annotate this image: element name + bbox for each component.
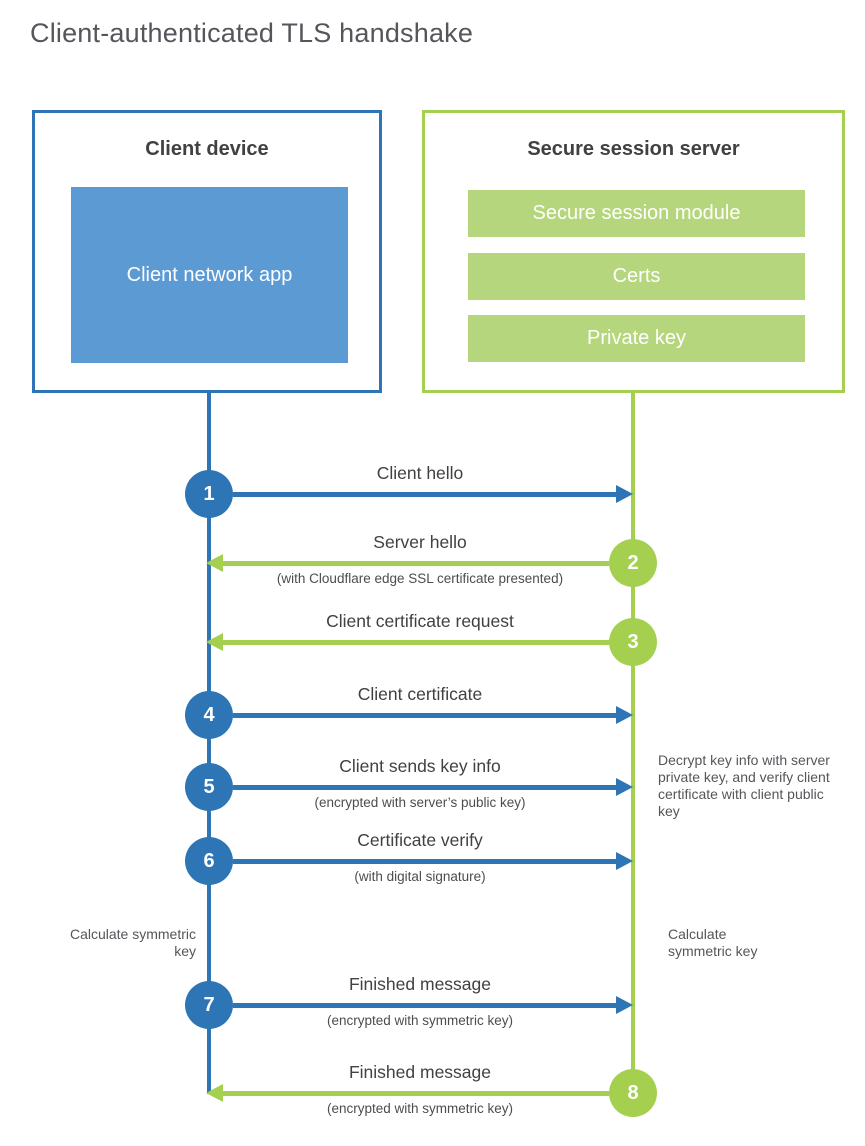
server-decrypt-note: Decrypt key info with server private key… [658,752,830,819]
step-8-circle: 8 [609,1069,657,1117]
step-7-sublabel: (encrypted with symmetric key) [326,1013,514,1028]
secure-session-server-title: Secure session server [527,138,740,160]
step-8-number: 8 [627,1081,639,1104]
step-7-arrowhead-right-icon [616,996,633,1014]
step-2-number: 2 [627,551,639,574]
step-5-sublabel: (encrypted with server’s public key) [314,795,526,810]
step-1-number: 1 [203,482,215,505]
step-6-arrowhead-right-icon [616,852,633,870]
step-8-sublabel: (encrypted with symmetric key) [326,1101,514,1116]
step-8-label: Finished message [348,1062,492,1082]
step-4-arrowhead-right-icon [616,706,633,724]
step-7-arrow-shaft [233,1003,617,1008]
step-7-label: Finished message [348,974,492,994]
client-lifeline [207,393,211,1094]
page-title: Client-authenticated TLS handshake [30,18,474,48]
step-5-arrowhead-right-icon [616,778,633,796]
step-1-label: Client hello [376,463,464,483]
client-calculate-symmetric-key-note: Calculate symmetric key [69,926,196,959]
server-lifeline [631,393,635,1094]
step-2-circle: 2 [609,539,657,587]
private-key-bar: Private key [468,315,805,362]
step-4-number: 4 [203,703,215,726]
step-6-number: 6 [203,849,215,872]
certs-bar: Certs [468,253,805,300]
step-6-sublabel: (with digital signature) [354,869,486,884]
client-network-app-label: Client network app [126,263,293,286]
step-5-circle: 5 [185,763,233,811]
step-8-arrow-shaft [222,1091,609,1096]
secure-session-server-box: Secure session server Secure session mod… [422,110,845,393]
step-2-label: Server hello [373,532,467,552]
step-3-arrow-shaft [222,640,609,645]
step-3-number: 3 [627,630,639,653]
client-network-app-rect: Client network app [71,187,348,363]
client-device-box: Client device Client network app [32,110,382,393]
step-6-label: Certificate verify [357,830,483,850]
step-4-circle: 4 [185,691,233,739]
step-1-arrowhead-right-icon [616,485,633,503]
step-6-arrow-shaft [233,859,617,864]
step-2-sublabel: (with Cloudflare edge SSL certificate pr… [276,571,564,586]
client-device-title: Client device [145,138,269,160]
step-5-label: Client sends key info [339,756,501,776]
step-2-arrowhead-left-icon [206,554,223,572]
step-6-circle: 6 [185,837,233,885]
step-2-arrow-shaft [222,561,609,566]
step-4-arrow-shaft [233,713,617,718]
step-7-circle: 7 [185,981,233,1029]
step-4-label: Client certificate [357,684,483,704]
step-3-label: Client certificate request [326,611,514,631]
step-7-number: 7 [203,993,215,1016]
secure-session-module-bar: Secure session module [468,190,805,237]
step-5-number: 5 [203,775,215,798]
step-1-arrow-shaft [233,492,617,497]
step-3-arrowhead-left-icon [206,633,223,651]
step-8-arrowhead-left-icon [206,1084,223,1102]
step-5-arrow-shaft [233,785,617,790]
step-1-circle: 1 [185,470,233,518]
server-calculate-symmetric-key-note: Calculate symmetric key [668,926,758,959]
step-3-circle: 3 [609,618,657,666]
